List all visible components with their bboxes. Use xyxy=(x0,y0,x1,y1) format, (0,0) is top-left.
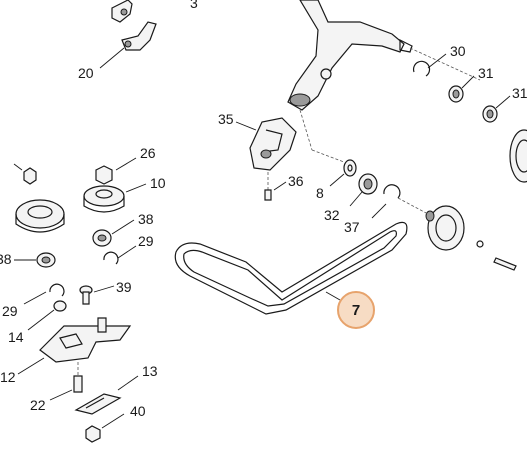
axis-line-sprocket xyxy=(397,197,429,215)
leader-38-mid xyxy=(111,219,135,235)
label-part-35: 35 xyxy=(218,111,234,127)
label-part-31-lower: 31 xyxy=(512,85,527,101)
leader-29-mid xyxy=(117,245,137,259)
label-part-13: 13 xyxy=(142,363,158,379)
label-part-20: 20 xyxy=(78,65,94,81)
label-part-29-mid: 29 xyxy=(138,233,154,249)
leader-13 xyxy=(117,375,139,391)
leader-7 xyxy=(325,291,341,301)
leader-20 xyxy=(99,47,125,69)
label-part-31-upper: 31 xyxy=(478,65,494,81)
label-part-14: 14 xyxy=(8,329,24,345)
circlip-part-37 xyxy=(383,184,401,199)
bolt-part-22 xyxy=(73,362,83,393)
leader-35 xyxy=(235,121,257,131)
label-part-30: 30 xyxy=(450,43,466,59)
label-part-7: 7 xyxy=(352,302,360,319)
label-part-38-mid: 38 xyxy=(138,211,154,227)
bracket-plate-part-12 xyxy=(39,317,132,363)
pulley-right xyxy=(509,129,527,183)
circlip-part-29-left xyxy=(49,283,65,297)
leader-37 xyxy=(371,203,387,219)
leader-14 xyxy=(27,309,55,331)
axis-line-washer xyxy=(311,149,345,163)
washer-small-left xyxy=(53,300,67,312)
label-part-10: 10 xyxy=(150,175,166,191)
leader-12 xyxy=(17,357,45,375)
leader-29-left xyxy=(23,291,47,305)
nut-part-40 xyxy=(85,425,101,443)
bearing-part-31-upper xyxy=(448,85,464,103)
label-part-40: 40 xyxy=(130,403,146,419)
label-part-32: 32 xyxy=(324,207,340,223)
belt-guide-part-35 xyxy=(249,117,297,171)
circlip-part-29-mid xyxy=(103,251,119,265)
leader-32 xyxy=(349,191,363,207)
bracket-part-20 xyxy=(121,21,157,51)
axis-line-top xyxy=(409,47,481,81)
leader-40 xyxy=(101,413,125,429)
highlight-callout-7: 7 xyxy=(337,291,375,329)
label-part-37: 37 xyxy=(344,219,360,235)
leader-31-upper xyxy=(461,75,475,89)
bolt-part-39 xyxy=(79,285,93,305)
label-part-8: 8 xyxy=(316,185,324,201)
bearing-part-38-left xyxy=(36,252,56,268)
label-part-12: 12 xyxy=(0,369,16,385)
leader-26 xyxy=(115,157,137,171)
idler-arm xyxy=(287,0,413,111)
leader-31-lower xyxy=(495,95,511,109)
bolt-part-36 xyxy=(264,172,272,201)
bearing-part-32 xyxy=(358,173,378,195)
mount-left xyxy=(15,199,65,233)
label-part-36: 36 xyxy=(288,173,304,189)
leader-10 xyxy=(125,183,147,193)
label-part-3: 3 xyxy=(190,0,198,11)
leader-22 xyxy=(49,389,73,401)
leader-39 xyxy=(93,285,115,293)
bearing-part-31-lower xyxy=(482,105,498,123)
leader-30 xyxy=(427,53,447,69)
axis-line-arm xyxy=(299,109,313,151)
circlip-part-30 xyxy=(412,60,431,77)
bearing-part-38-mid xyxy=(92,229,112,247)
sprocket-pulley xyxy=(425,205,517,271)
label-part-26: 26 xyxy=(140,145,156,161)
drive-belt-part-7 xyxy=(174,221,408,315)
washer-part-8 xyxy=(343,159,357,177)
label-part-29-left: 29 xyxy=(2,303,18,319)
nut-part-26 xyxy=(95,165,113,185)
label-part-38-left: 38 xyxy=(0,251,12,267)
label-part-22: 22 xyxy=(30,397,46,413)
label-part-39: 39 xyxy=(116,279,132,295)
leader-8 xyxy=(329,173,345,187)
leader-left-top xyxy=(13,163,23,171)
bracket-part-3 xyxy=(111,0,133,23)
nut-part-left-top xyxy=(23,167,37,185)
mount-part-10 xyxy=(83,185,125,213)
leader-36 xyxy=(273,181,287,191)
plate-part-13 xyxy=(74,393,122,415)
